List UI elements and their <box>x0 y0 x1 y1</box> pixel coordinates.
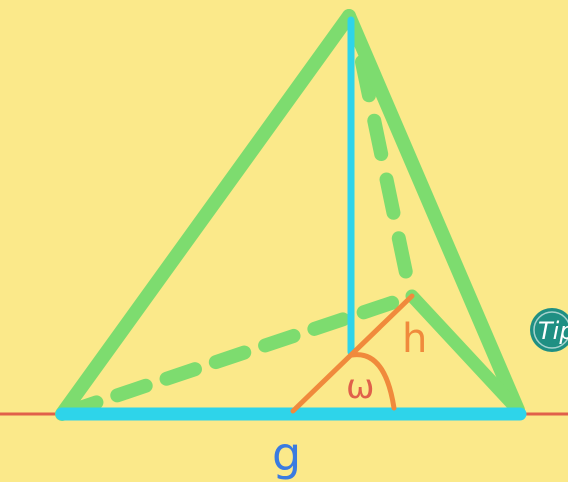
tip-badge-ring <box>533 311 568 349</box>
edge-apex-right <box>342 9 525 417</box>
edge-apex-left <box>55 9 356 421</box>
label-omega: ω <box>346 367 374 407</box>
tip-badge-label: Tip <box>538 317 568 345</box>
edge-back-right <box>405 289 525 417</box>
tip-badge-icon[interactable]: Tip <box>530 308 568 352</box>
hidden-edge-left-to-back <box>61 289 419 419</box>
label-h: h <box>402 316 427 362</box>
hidden-edge-apex-to-back <box>355 55 417 299</box>
angle-arc <box>349 352 397 411</box>
label-g: g <box>272 427 301 481</box>
tip-badge-circle <box>530 308 568 352</box>
